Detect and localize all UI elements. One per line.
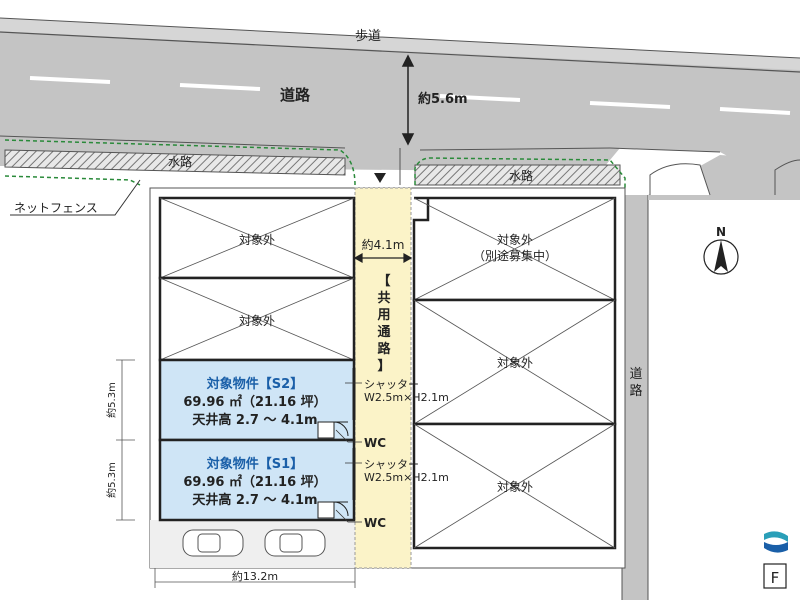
side-road [621,155,800,600]
unit-s1[interactable] [158,438,356,522]
unit-outside-left-mid [158,276,356,362]
north-label: N [716,225,726,239]
outside-right-top-note: （別途募集中） [473,248,557,263]
unit-outside-right-top [412,196,617,302]
dimension-bottom [154,568,356,588]
waterway-left-label: 水路 [168,154,192,169]
unit-s1-area: 69.96 ㎡（21.16 坪） [183,474,326,490]
sidewalk-label: 歩道 [355,29,381,44]
fence-line [4,139,626,190]
outside-right-bottom-label: 対象外 [497,480,533,494]
shutter-s2-label: シャッター [364,378,419,391]
outside-left-top-label: 対象外 [239,233,275,247]
svg-text:道: 道 [629,367,642,382]
svg-text:通: 通 [377,324,390,340]
entrance-marker [374,173,386,183]
svg-text:】: 】 [377,358,390,374]
f-badge-icon [763,563,787,589]
waterway-right-label: 水路 [509,168,533,183]
f-badge-label: F [771,569,780,587]
shutter-s1-label: シャッター [364,458,419,471]
unit-s1-ceiling: 天井高 2.7 ～ 4.1m [192,492,317,508]
unit-s2[interactable] [158,358,356,442]
waterway-right [414,164,621,186]
shared-passage-label: 【 共 用 通 路 】 [376,273,391,374]
shutter-s2-size: W2.5m×H2.1m [364,391,449,404]
svg-text:路: 路 [377,341,391,357]
shutter-s1-size: W2.5m×H2.1m [364,471,449,484]
road-label: 道路 [280,86,311,104]
road-width-arrow [401,54,415,146]
passage-width-label: 約4.1m [362,237,405,252]
unit-s1-title: 対象物件【S1】 [206,456,303,472]
svg-text:路: 路 [629,383,642,399]
side-road-label: 道 路 [629,367,642,399]
unit-s2-title: 対象物件【S2】 [206,376,303,392]
svg-text:用: 用 [376,308,390,323]
net-fence-leader [10,179,141,216]
road [0,17,800,195]
unit-s2-ceiling: 天井高 2.7 ～ 4.1m [192,412,317,428]
svg-text:【: 【 [377,273,390,289]
outside-left-mid-label: 対象外 [239,314,275,328]
wc-s2-label: WC [364,436,386,450]
unit-s2-area: 69.96 ㎡（21.16 坪） [183,394,326,410]
wc-s1-label: WC [364,516,386,530]
outside-right-top-label: 対象外 [497,233,533,247]
company-logo-icon [762,526,788,553]
leaders [335,382,362,523]
waterway-left [4,149,346,176]
outside-right-mid-label: 対象外 [497,356,533,370]
car-icon [182,529,326,557]
width-bottom-label: 約13.2m [232,569,278,583]
shared-passage [354,187,412,569]
net-fence-label: ネットフェンス [14,201,98,215]
dim-s2-label: 約5.3m [105,382,118,418]
unit-outside-right-bottom [412,422,617,550]
dimension-left [116,359,135,521]
svg-text:共: 共 [377,290,390,306]
passage-width-arrow [353,252,413,264]
dim-s1-label: 約5.3m [105,462,118,498]
north-arrow-icon [703,239,739,275]
road-width-label: 約5.6m [418,91,468,107]
